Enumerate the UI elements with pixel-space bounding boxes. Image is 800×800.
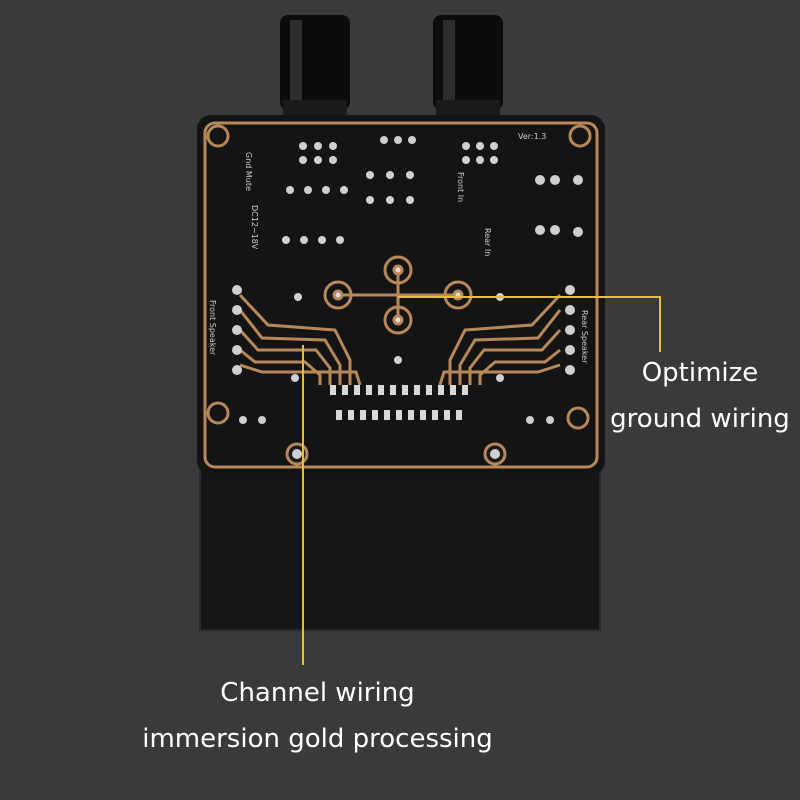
caption-ground-wiring: Optimize ground wiring bbox=[600, 350, 800, 442]
caption-ground-line2: ground wiring bbox=[610, 404, 790, 434]
caption-channel-line2: immersion gold processing bbox=[142, 724, 493, 754]
label-front-in: Front In bbox=[456, 172, 465, 202]
ic-pin-row bbox=[330, 385, 468, 420]
mount-hole-bl bbox=[206, 401, 230, 425]
label-gnd-mute: Gnd Mute bbox=[244, 152, 253, 191]
label-power: DC12~18V bbox=[250, 205, 259, 250]
label-rear-speaker: Rear Speaker bbox=[580, 310, 589, 364]
solder-joints bbox=[232, 136, 583, 424]
heatsink-block bbox=[200, 455, 600, 630]
callout-line-ground bbox=[398, 296, 661, 352]
channel-traces-right bbox=[438, 293, 562, 386]
rca-jack-left bbox=[280, 15, 350, 120]
pcb: Ver:1.3 Gnd Mute DC12~18V Front In Rear … bbox=[197, 115, 605, 475]
mount-hole-tr bbox=[568, 124, 592, 148]
mount-hole-br bbox=[566, 406, 590, 430]
channel-traces-left bbox=[238, 293, 362, 386]
mount-hole-tl bbox=[206, 124, 230, 148]
rca-jack-right bbox=[433, 15, 503, 120]
ground-star bbox=[323, 255, 473, 335]
label-rear-in: Rear In bbox=[483, 228, 492, 256]
label-version: Ver:1.3 bbox=[518, 132, 546, 141]
caption-channel-wiring: Channel wiring immersion gold processing bbox=[125, 670, 510, 762]
screw-right bbox=[483, 442, 507, 466]
caption-channel-line1: Channel wiring bbox=[220, 678, 415, 708]
label-front-speaker: Front Speaker bbox=[208, 300, 217, 356]
caption-ground-line1: Optimize bbox=[641, 358, 759, 388]
